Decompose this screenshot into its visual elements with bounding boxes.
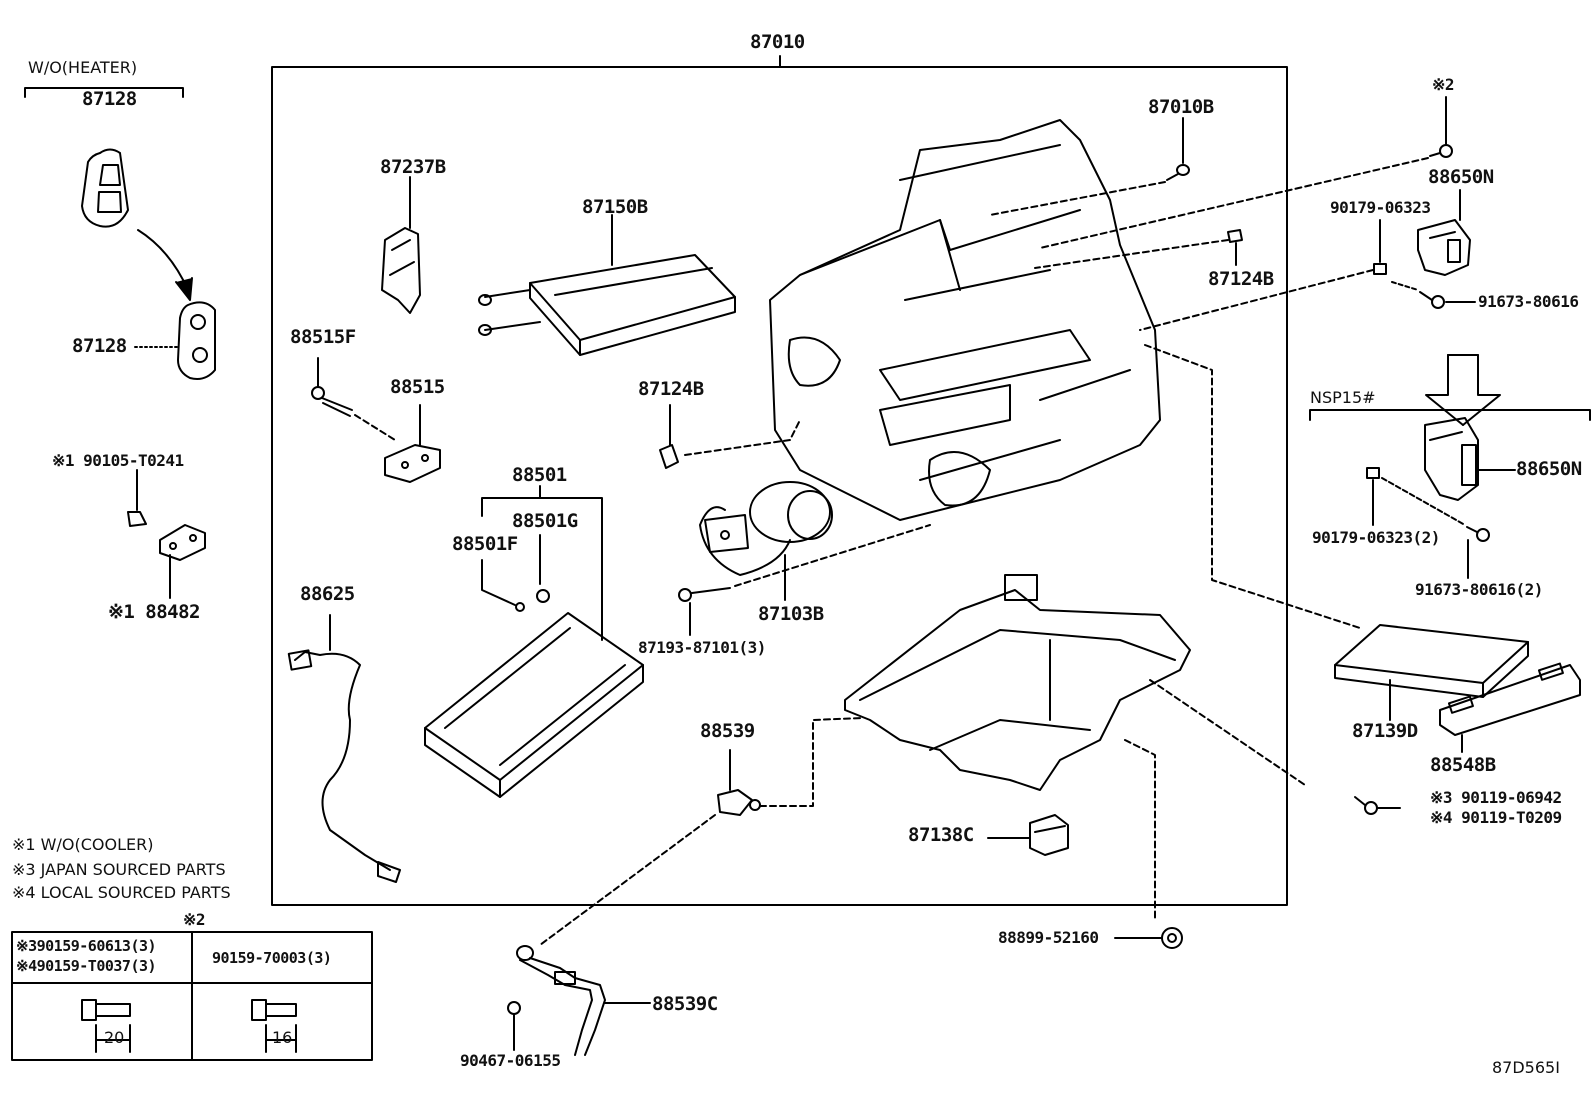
blower-motor-87103B-icon <box>699 481 833 576</box>
assembly-frame <box>271 66 1288 906</box>
part-88650N-top-label: 88650N <box>1428 166 1494 188</box>
gasket-87128-top-icon <box>81 148 129 228</box>
part-88515F-label: 88515F <box>290 326 356 348</box>
bolt-88515F-icon <box>311 386 353 417</box>
heater-core-87150B-icon <box>478 254 736 356</box>
part-88482-label: ※1 88482 <box>108 601 201 623</box>
part-87237B-label: 87237B <box>380 156 446 178</box>
sensor-87138C-icon <box>1029 814 1069 856</box>
part-88548B-label: 88548B <box>1430 754 1496 776</box>
nsp15-label: NSP15# <box>1310 388 1376 407</box>
part-87124B-right-label: 87124B <box>1208 268 1274 290</box>
part-87010-label: 87010 <box>750 31 805 53</box>
part-91673-top-label: 91673-80616 <box>1478 292 1579 311</box>
screw-x2-icon <box>1429 144 1453 158</box>
hvac-case-lower-icon <box>844 574 1191 791</box>
part-88899-label: 88899-52160 <box>998 928 1099 947</box>
part-91673-bottom-label: 91673-80616(2) <box>1415 580 1543 599</box>
part-90179-top-label: 90179-06323 <box>1330 198 1431 217</box>
clip-90467-icon <box>507 1001 521 1015</box>
part-87124B-mid-label: 87124B <box>638 378 704 400</box>
valve-88515-icon <box>384 444 441 483</box>
bracket-88482-icon <box>159 524 206 561</box>
bolt-90105-icon <box>127 469 147 527</box>
part-87128-top-label: 87128 <box>82 88 137 110</box>
clip-90179-bottom-icon <box>1366 467 1380 479</box>
cover-88548B-icon <box>1439 662 1581 736</box>
gasket-87128-bottom-icon <box>177 301 216 380</box>
screw-90119-icon <box>1354 796 1378 815</box>
note-3-label: ※3 JAPAN SOURCED PARTS <box>12 860 226 879</box>
part-87150B-label: 87150B <box>582 196 648 218</box>
hose-88539C-icon <box>516 945 606 1056</box>
part-87193-label: 87193-87101(3) <box>638 638 766 657</box>
figure-id-label: 87D565I <box>1492 1058 1560 1077</box>
screw-91673-bottom-icon <box>1466 526 1490 542</box>
part-88501F-label: 88501F <box>452 533 518 555</box>
note-x2-label: ※2 <box>1432 75 1455 94</box>
servo-88650N-bottom-icon <box>1424 417 1479 501</box>
part-87139D-label: 87139D <box>1352 720 1418 742</box>
table-cell-1-line-2: ※490159-T0037(3) <box>16 957 157 975</box>
part-88650N-bottom-label: 88650N <box>1516 458 1582 480</box>
part-88501-label: 88501 <box>512 464 567 486</box>
clip-90179-top-icon <box>1373 263 1387 275</box>
part-87103B-label: 87103B <box>758 603 824 625</box>
parts-table <box>11 931 373 1061</box>
hvac-case-upper-icon <box>769 119 1161 521</box>
clip-87124B-right-icon <box>1227 229 1243 243</box>
servo-88650N-top-icon <box>1417 219 1471 276</box>
bracket-87237B-icon <box>381 227 421 314</box>
part-87138C-label: 87138C <box>908 824 974 846</box>
part-90119-b-label: ※4 90119-T0209 <box>1430 808 1562 827</box>
up-arrow-icon <box>1447 354 1501 426</box>
part-87128-bottom-label: 87128 <box>72 335 127 357</box>
table-x2-label: ※2 <box>183 910 206 929</box>
part-88515-label: 88515 <box>390 376 445 398</box>
part-90119-a-label: ※3 90119-06942 <box>1430 788 1562 807</box>
part-90105-label: ※1 90105-T0241 <box>52 451 184 470</box>
note-4-label: ※4 LOCAL SOURCED PARTS <box>12 883 231 902</box>
part-88625-label: 88625 <box>300 583 355 605</box>
dimension-20-label: 20 <box>104 1028 125 1047</box>
table-cell-1-line-1: ※390159-60613(3) <box>16 937 157 955</box>
part-87010B-label: 87010B <box>1148 96 1214 118</box>
table-cell-2: 90159-70003(3) <box>212 949 332 967</box>
screw-87193-icon <box>678 587 731 602</box>
evaporator-88501-icon <box>424 612 644 798</box>
screw-91673-top-icon <box>1419 291 1445 309</box>
drain-88899-icon <box>1161 927 1183 949</box>
clip-88539-icon <box>717 789 761 816</box>
dimension-16-label: 16 <box>272 1028 293 1047</box>
part-90179-bottom-label: 90179-06323(2) <box>1312 528 1440 547</box>
part-88539-label: 88539 <box>700 720 755 742</box>
wo-heater-label: W/O(HEATER) <box>28 58 138 77</box>
screw-87010B-icon <box>1166 164 1190 181</box>
part-88501G-label: 88501G <box>512 510 578 532</box>
part-88539C-label: 88539C <box>652 993 718 1015</box>
note-1-label: ※1 W/O(COOLER) <box>12 835 154 854</box>
filter-87139D-icon <box>1334 624 1529 698</box>
sensor-88625-icon <box>287 649 401 883</box>
clip-87124B-icon <box>659 444 679 469</box>
part-90467-label: 90467-06155 <box>460 1051 561 1070</box>
